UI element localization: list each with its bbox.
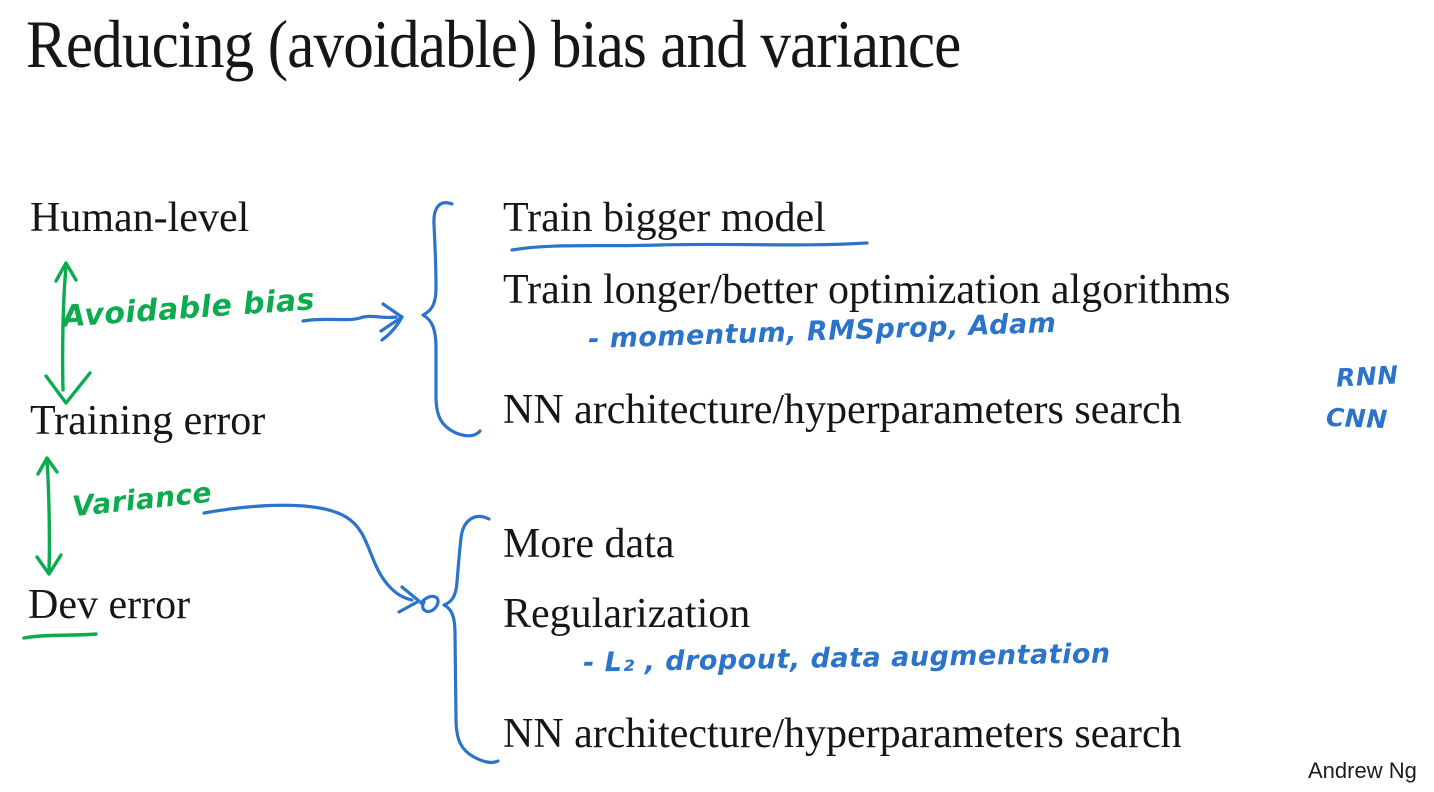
- author-credit: Andrew Ng: [1308, 758, 1417, 783]
- remedy-more-data: More data: [503, 521, 675, 567]
- slide-title: Reducing (avoidable) bias and variance: [26, 6, 961, 82]
- training-error-label: Training error: [30, 398, 266, 444]
- cnn-note: CNN: [1325, 402, 1389, 435]
- remedy-nn-search-bias: NN architecture/hyperparameters search: [503, 387, 1182, 433]
- variance-remedies-brace: [442, 514, 500, 764]
- regularization-note: - L₂ , dropout, data augmentation: [582, 638, 1111, 679]
- remedy-train-longer: Train longer/better optimization algorit…: [503, 267, 1231, 313]
- remedy-nn-search-variance: NN architecture/hyperparameters search: [503, 711, 1182, 757]
- bias-to-remedies-arrow: [301, 302, 404, 342]
- variance-to-remedies-arrow: [202, 503, 440, 614]
- avoidable-bias-annotation: Avoidable bias: [61, 282, 317, 335]
- dev-error-label: Dev error: [28, 582, 191, 628]
- variance-annotation: Variance: [70, 475, 214, 524]
- rnn-note: RNN: [1335, 360, 1400, 393]
- remedy-train-bigger-model: Train bigger model: [503, 195, 826, 241]
- optimizers-note: - momentum, RMSprop, Adam: [587, 307, 1057, 356]
- dev-error-underline: [22, 632, 98, 640]
- variance-span-arrow: [35, 456, 63, 576]
- remedy-regularization: Regularization: [503, 591, 751, 637]
- train-bigger-model-underline: [510, 241, 869, 252]
- human-level-label: Human-level: [30, 195, 250, 241]
- bias-remedies-brace: [421, 201, 482, 438]
